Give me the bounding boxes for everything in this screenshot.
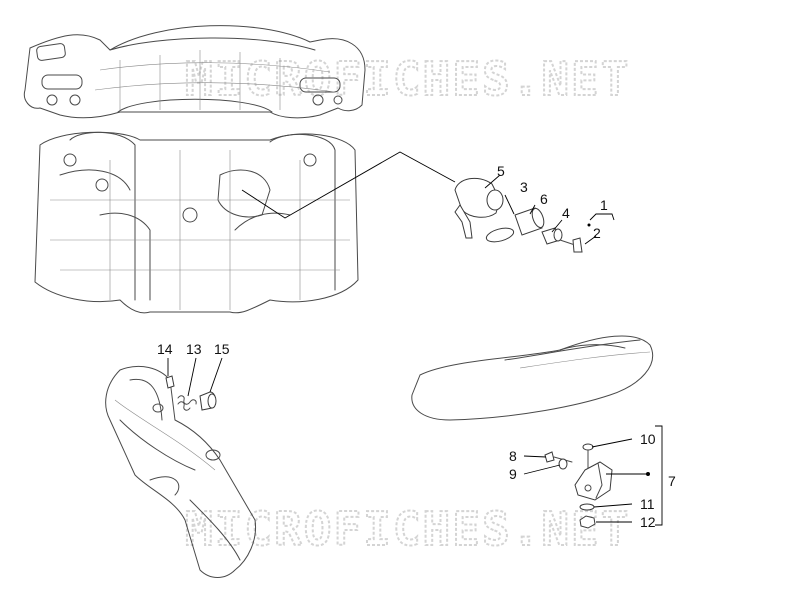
callout-6: 6 <box>540 191 548 207</box>
leader-lock-to-shield <box>241 151 456 219</box>
callout-14: 14 <box>157 341 173 357</box>
callout-labels: 5 3 6 4 1 2 14 13 15 10 8 9 7 11 12 <box>157 163 676 530</box>
watermark-top: MICROFICHES.NET <box>185 52 630 106</box>
lock-assembly-drawing <box>454 177 583 253</box>
callout-11: 11 <box>640 496 655 512</box>
side-panel-drawing <box>105 365 257 578</box>
callout-1: 1 <box>600 197 608 213</box>
callout-7: 7 <box>668 473 676 489</box>
lock-leaders <box>484 174 615 245</box>
callout-13: 13 <box>186 341 202 357</box>
callout-4: 4 <box>562 205 570 221</box>
callout-9: 9 <box>509 466 517 482</box>
latch-leaders <box>167 357 223 397</box>
handlebar-cover-drawing <box>23 25 366 119</box>
callout-8: 8 <box>509 448 517 464</box>
hinge-leaders <box>523 425 663 526</box>
callout-2: 2 <box>593 225 601 241</box>
callout-12: 12 <box>640 514 656 530</box>
front-shield-drawing <box>34 131 359 314</box>
callout-3: 3 <box>520 179 528 195</box>
watermark-bottom: MICROFICHES.NET <box>185 502 630 556</box>
seat-drawing <box>411 335 654 421</box>
callout-15: 15 <box>214 341 230 357</box>
latch-parts-drawing <box>165 375 217 411</box>
callout-5: 5 <box>497 163 505 179</box>
callout-10: 10 <box>640 431 656 447</box>
